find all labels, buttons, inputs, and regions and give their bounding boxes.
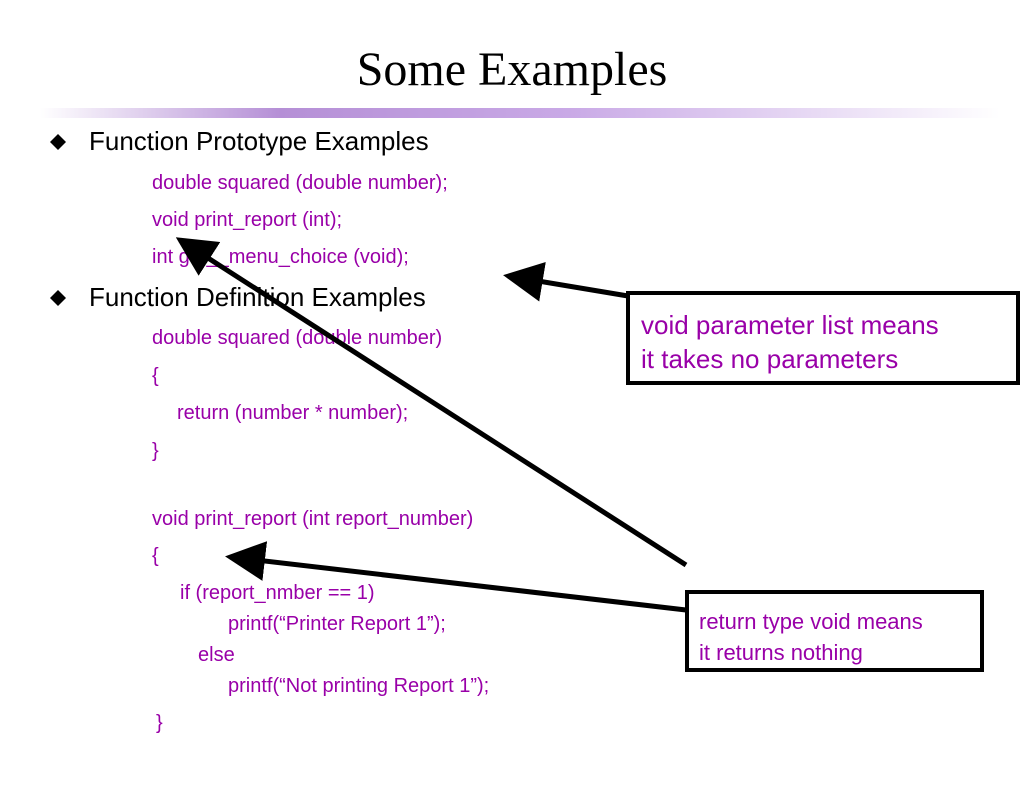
code-line: void print_report (int);	[152, 209, 343, 231]
code-line: void print_report (int report_number)	[152, 508, 474, 530]
code-line: {	[152, 365, 159, 387]
code-line: double squared (double number)	[152, 327, 443, 349]
code-line: return (number * number);	[177, 402, 409, 424]
diamond-bullet-icon	[50, 134, 66, 150]
callout-void-parameter: void parameter list means it takes no pa…	[626, 291, 1020, 385]
code-line: {	[152, 545, 159, 567]
callout-line: it takes no parameters	[641, 344, 899, 374]
code-line: printf(“Printer Report 1”);	[228, 613, 446, 635]
title-divider	[40, 108, 1000, 118]
code-line: if (report_nmber == 1)	[180, 582, 375, 604]
code-line: double squared (double number);	[152, 172, 448, 194]
diamond-bullet-icon	[50, 290, 66, 306]
slide-title: Some Examples	[356, 43, 668, 96]
code-line: }	[152, 440, 159, 462]
callout-line: void parameter list means	[641, 310, 939, 340]
arrow-icon	[503, 262, 629, 302]
code-line: }	[156, 712, 163, 734]
callout-line: return type void means	[699, 609, 923, 634]
code-line: else	[198, 644, 235, 666]
bullet-heading-definitions: Function Definition Examples	[89, 282, 426, 312]
code-line: printf(“Not printing Report 1”);	[228, 675, 490, 697]
code-line: int get__menu_choice (void);	[152, 246, 409, 268]
bullet-heading-prototypes: Function Prototype Examples	[89, 126, 429, 156]
callout-void-return: return type void means it returns nothin…	[685, 590, 984, 672]
callout-line: it returns nothing	[699, 640, 863, 665]
